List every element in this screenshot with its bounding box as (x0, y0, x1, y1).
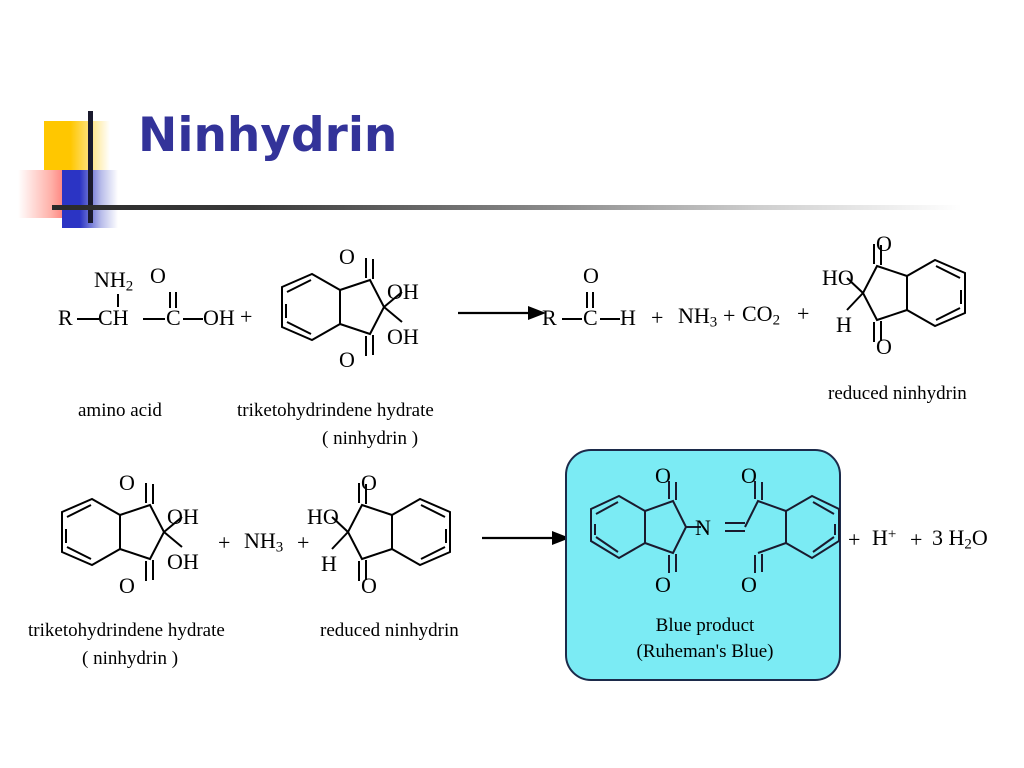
ninhydrin-r1-oh-top-label: OH (387, 279, 419, 304)
water-h-text: H (948, 525, 965, 550)
proton-label: H+ (872, 525, 896, 551)
plus-sign-r2-2: + (297, 530, 310, 555)
reduced-ninhydrin-r1-ho-label: HO (822, 265, 854, 290)
amino-acid-carbonyl-o-label: O (150, 263, 166, 288)
plus-sign-r1-1: + (240, 304, 253, 329)
caption-ninhydrin-r1-line1: triketohydrindene hydrate (237, 400, 434, 421)
caption-amino-acid: amino acid (78, 400, 162, 421)
ammonia-text-r2: NH (244, 528, 276, 553)
carbon-dioxide-text: CO (742, 301, 773, 326)
reduced-ninhydrin-r1-o-top-label: O (876, 231, 892, 256)
caption-ninhydrin-r2-line1: triketohydrindene hydrate (28, 620, 225, 641)
caption-ninhydrin-r2-line2: ( ninhydrin ) (82, 648, 179, 669)
blue-product-label-line2: (Ruheman's Blue) (636, 641, 774, 662)
ammonia-text-r1: NH (678, 303, 710, 328)
ninhydrin-r1-o-bottom-label: O (339, 347, 355, 372)
reduced-ninhydrin-r1-h-label: H (836, 312, 852, 337)
structure-ninhydrin-r2 (42, 477, 183, 607)
ammonia-subscript-r2: 3 (275, 539, 284, 556)
plus-sign-r2-1: + (218, 530, 231, 555)
ruhemans-blue-o-right-bottom-label: O (741, 572, 757, 597)
ruhemans-blue-n-label: N (695, 515, 711, 540)
water-coefficient: 3 (932, 525, 943, 550)
reduced-ninhydrin-r1-o-bottom-label: O (876, 334, 892, 359)
water-subscript: 2 (964, 536, 972, 553)
ninhydrin-r2-o-bottom-label: O (119, 573, 135, 598)
aldehyde-c-label: C (583, 305, 598, 330)
aldehyde-o-label: O (583, 263, 599, 288)
proton-superscript: + (887, 526, 897, 543)
caption-ninhydrin-r1-line2: ( ninhydrin ) (322, 428, 419, 449)
caption-reduced-ninhydrin-r2: reduced ninhydrin (320, 620, 459, 641)
reduced-ninhydrin-r2-h-label: H (321, 551, 337, 576)
ninhydrin-r2-o-top-label: O (119, 470, 135, 495)
blue-product-label-line1: Blue product (655, 615, 755, 636)
ruhemans-blue-o-left-bottom-label: O (655, 572, 671, 597)
amino-acid-nh2-label: NH2 (94, 267, 133, 296)
plus-sign-r1-2: + (651, 305, 664, 330)
blue-product-box: O O N O O Blue product (Ruheman's Blue) (565, 449, 841, 681)
structure-amino-acid (55, 262, 245, 342)
decoration-horizontal-rule (52, 205, 962, 210)
proton-text: H (872, 525, 888, 550)
plus-sign-r2-3: + (848, 527, 861, 552)
carbon-dioxide-subscript: 2 (772, 312, 781, 329)
ninhydrin-r2-oh-top-label: OH (167, 504, 199, 529)
ninhydrin-r2-oh-bottom-label: OH (167, 549, 199, 574)
amino-acid-ch-label: CH (98, 305, 129, 330)
aldehyde-r-label: R (542, 305, 557, 330)
structure-ninhydrin-r1 (262, 252, 403, 382)
reaction-arrow-1 (458, 303, 548, 323)
plus-sign-r2-4: + (910, 527, 923, 552)
reaction-arrow-2 (482, 528, 572, 548)
amino-acid-c-label: C (166, 305, 181, 330)
ninhydrin-r1-o-top-label: O (339, 244, 355, 269)
amino-acid-oh-label: OH (203, 305, 235, 330)
page-title: Ninhydrin (138, 108, 398, 163)
ammonia-label-r1: NH3 (678, 303, 717, 332)
ruhemans-blue-o-left-top-label: O (655, 463, 671, 488)
ninhydrin-r1-oh-bottom-label: OH (387, 324, 419, 349)
ammonia-subscript-r1: 3 (709, 314, 718, 331)
structure-reduced-ninhydrin-r2 (330, 477, 470, 607)
ruhemans-blue-o-right-top-label: O (741, 463, 757, 488)
plus-sign-r1-3: + (723, 303, 736, 328)
aldehyde-h-label: H (620, 305, 636, 330)
caption-reduced-ninhydrin-r1: reduced ninhydrin (828, 383, 967, 404)
reduced-ninhydrin-r2-o-top-label: O (361, 470, 377, 495)
structure-ruhemans-blue (575, 467, 840, 607)
amino-acid-nh2-subscript: 2 (125, 278, 134, 295)
reduced-ninhydrin-r2-o-bottom-label: O (361, 573, 377, 598)
water-label: 3 H2O (932, 525, 988, 554)
amino-acid-r-label: R (58, 305, 73, 330)
blue-product-label: Blue product (Ruheman's Blue) (567, 613, 843, 665)
slide-header: Ninhydrin (0, 0, 1024, 230)
water-o-text: O (971, 525, 988, 550)
plus-sign-r1-4: + (797, 301, 810, 326)
amino-acid-nh2-text: NH (94, 267, 126, 292)
reduced-ninhydrin-r2-ho-label: HO (307, 504, 339, 529)
carbon-dioxide-label: CO2 (742, 301, 780, 330)
structure-aldehyde (540, 262, 650, 342)
ammonia-label-r2: NH3 (244, 528, 283, 557)
structure-reduced-ninhydrin-r1 (845, 238, 985, 368)
decoration-vertical-rule (88, 111, 93, 223)
